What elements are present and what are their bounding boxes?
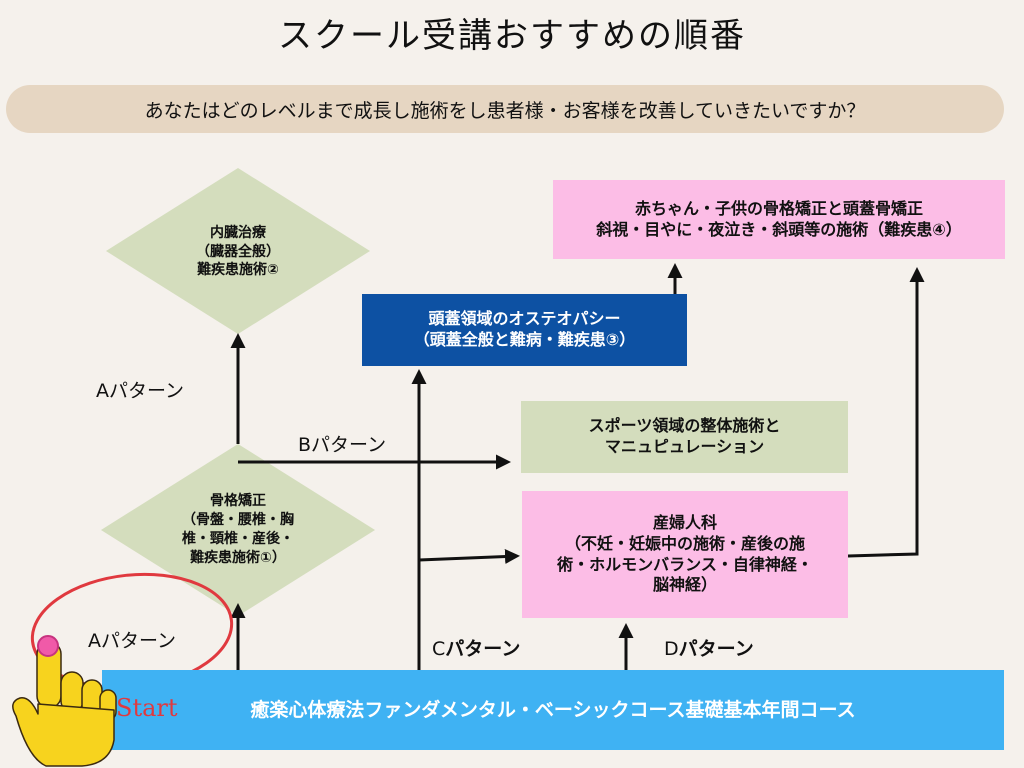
cranial-line2: （頭蓋全般と難病・難疾患③）	[413, 330, 636, 349]
skeletal-line2: （骨盤・腰椎・胸	[182, 512, 294, 529]
cranial-line1: 頭蓋領域のオステオパシー	[428, 309, 621, 329]
obgyn-line1: 産婦人科	[652, 512, 717, 532]
visceral-node: 内臓治療 （臓器全般） 難疾患施術②	[168, 210, 308, 294]
skeletal-line4: 難疾患施術①）	[190, 549, 286, 566]
arrow-obgyn-to-baby	[847, 267, 925, 558]
obgyn-line2: （不妊・妊娠中の施術・産後の施	[564, 533, 805, 553]
question-text: あなたはどのレベルまで成長し施術をし患者様・お客様を改善していきたいですか？	[144, 99, 866, 122]
label-a-lower: Aパターン	[88, 630, 177, 652]
skeletal-line1: 骨格矯正	[210, 493, 266, 510]
skeletal-node: 骨格矯正 （骨盤・腰椎・胸 椎・頸椎・産後・ 難疾患施術①）	[158, 478, 318, 582]
base-course-text: 癒楽心体療法ファンダメンタル・ベーシックコース基礎基本年間コース	[250, 698, 856, 721]
baby-line1: 赤ちゃん・子供の骨格矯正と頭蓋骨矯正	[634, 198, 923, 218]
skeletal-diamond	[101, 444, 375, 616]
label-d-prefix: D	[664, 638, 679, 660]
cranial-node: 頭蓋領域のオステオパシー （頭蓋全般と難病・難疾患③）	[362, 294, 687, 366]
pointing-hand-icon	[12, 635, 117, 767]
label-c-prefix: C	[432, 638, 446, 660]
pointer-tip-dot	[37, 635, 59, 657]
label-a-upper: Aパターン	[96, 380, 185, 402]
label-c: Cパターン	[432, 634, 520, 661]
page-title: スクール受講おすすめの順番	[278, 16, 746, 56]
visceral-line3: 難疾患施術②	[197, 262, 279, 279]
skeletal-line3: 椎・頸椎・産後・	[182, 531, 294, 547]
label-c-suffix: パターン	[445, 638, 521, 660]
label-d-suffix: パターン	[678, 638, 754, 660]
obgyn-line4: 脳神経）	[652, 575, 717, 595]
obgyn-line3: 術・ホルモンバランス・自律神経・	[557, 554, 813, 574]
base-course-node: 癒楽心体療法ファンダメンタル・ベーシックコース基礎基本年間コース	[102, 670, 1004, 750]
baby-node: 赤ちゃん・子供の骨格矯正と頭蓋骨矯正 斜視・目やに・夜泣き・斜頭等の施術（難疾患…	[553, 180, 1005, 259]
label-d: Dパターン	[664, 634, 754, 661]
obgyn-node: 産婦人科 （不妊・妊娠中の施術・産後の施 術・ホルモンバランス・自律神経・ 脳神…	[522, 491, 848, 618]
question-banner: あなたはどのレベルまで成長し施術をし患者様・お客様を改善していきたいですか？	[6, 85, 1004, 133]
label-b: Bパターン	[298, 434, 387, 456]
visceral-diamond	[106, 168, 370, 334]
arrow-c-branch	[418, 548, 520, 564]
sports-line2: マニュピュレーション	[604, 437, 765, 456]
visceral-line1: 内臓治療	[210, 224, 266, 241]
sports-node: スポーツ領域の整体施術と マニュピュレーション	[521, 401, 848, 473]
visceral-line2: （臓器全般）	[196, 243, 280, 260]
start-label: Start	[116, 694, 178, 722]
baby-line2: 斜視・目やに・夜泣き・斜頭等の施術（難疾患④）	[596, 219, 962, 239]
sports-line1: スポーツ領域の整体施術と	[588, 416, 781, 436]
